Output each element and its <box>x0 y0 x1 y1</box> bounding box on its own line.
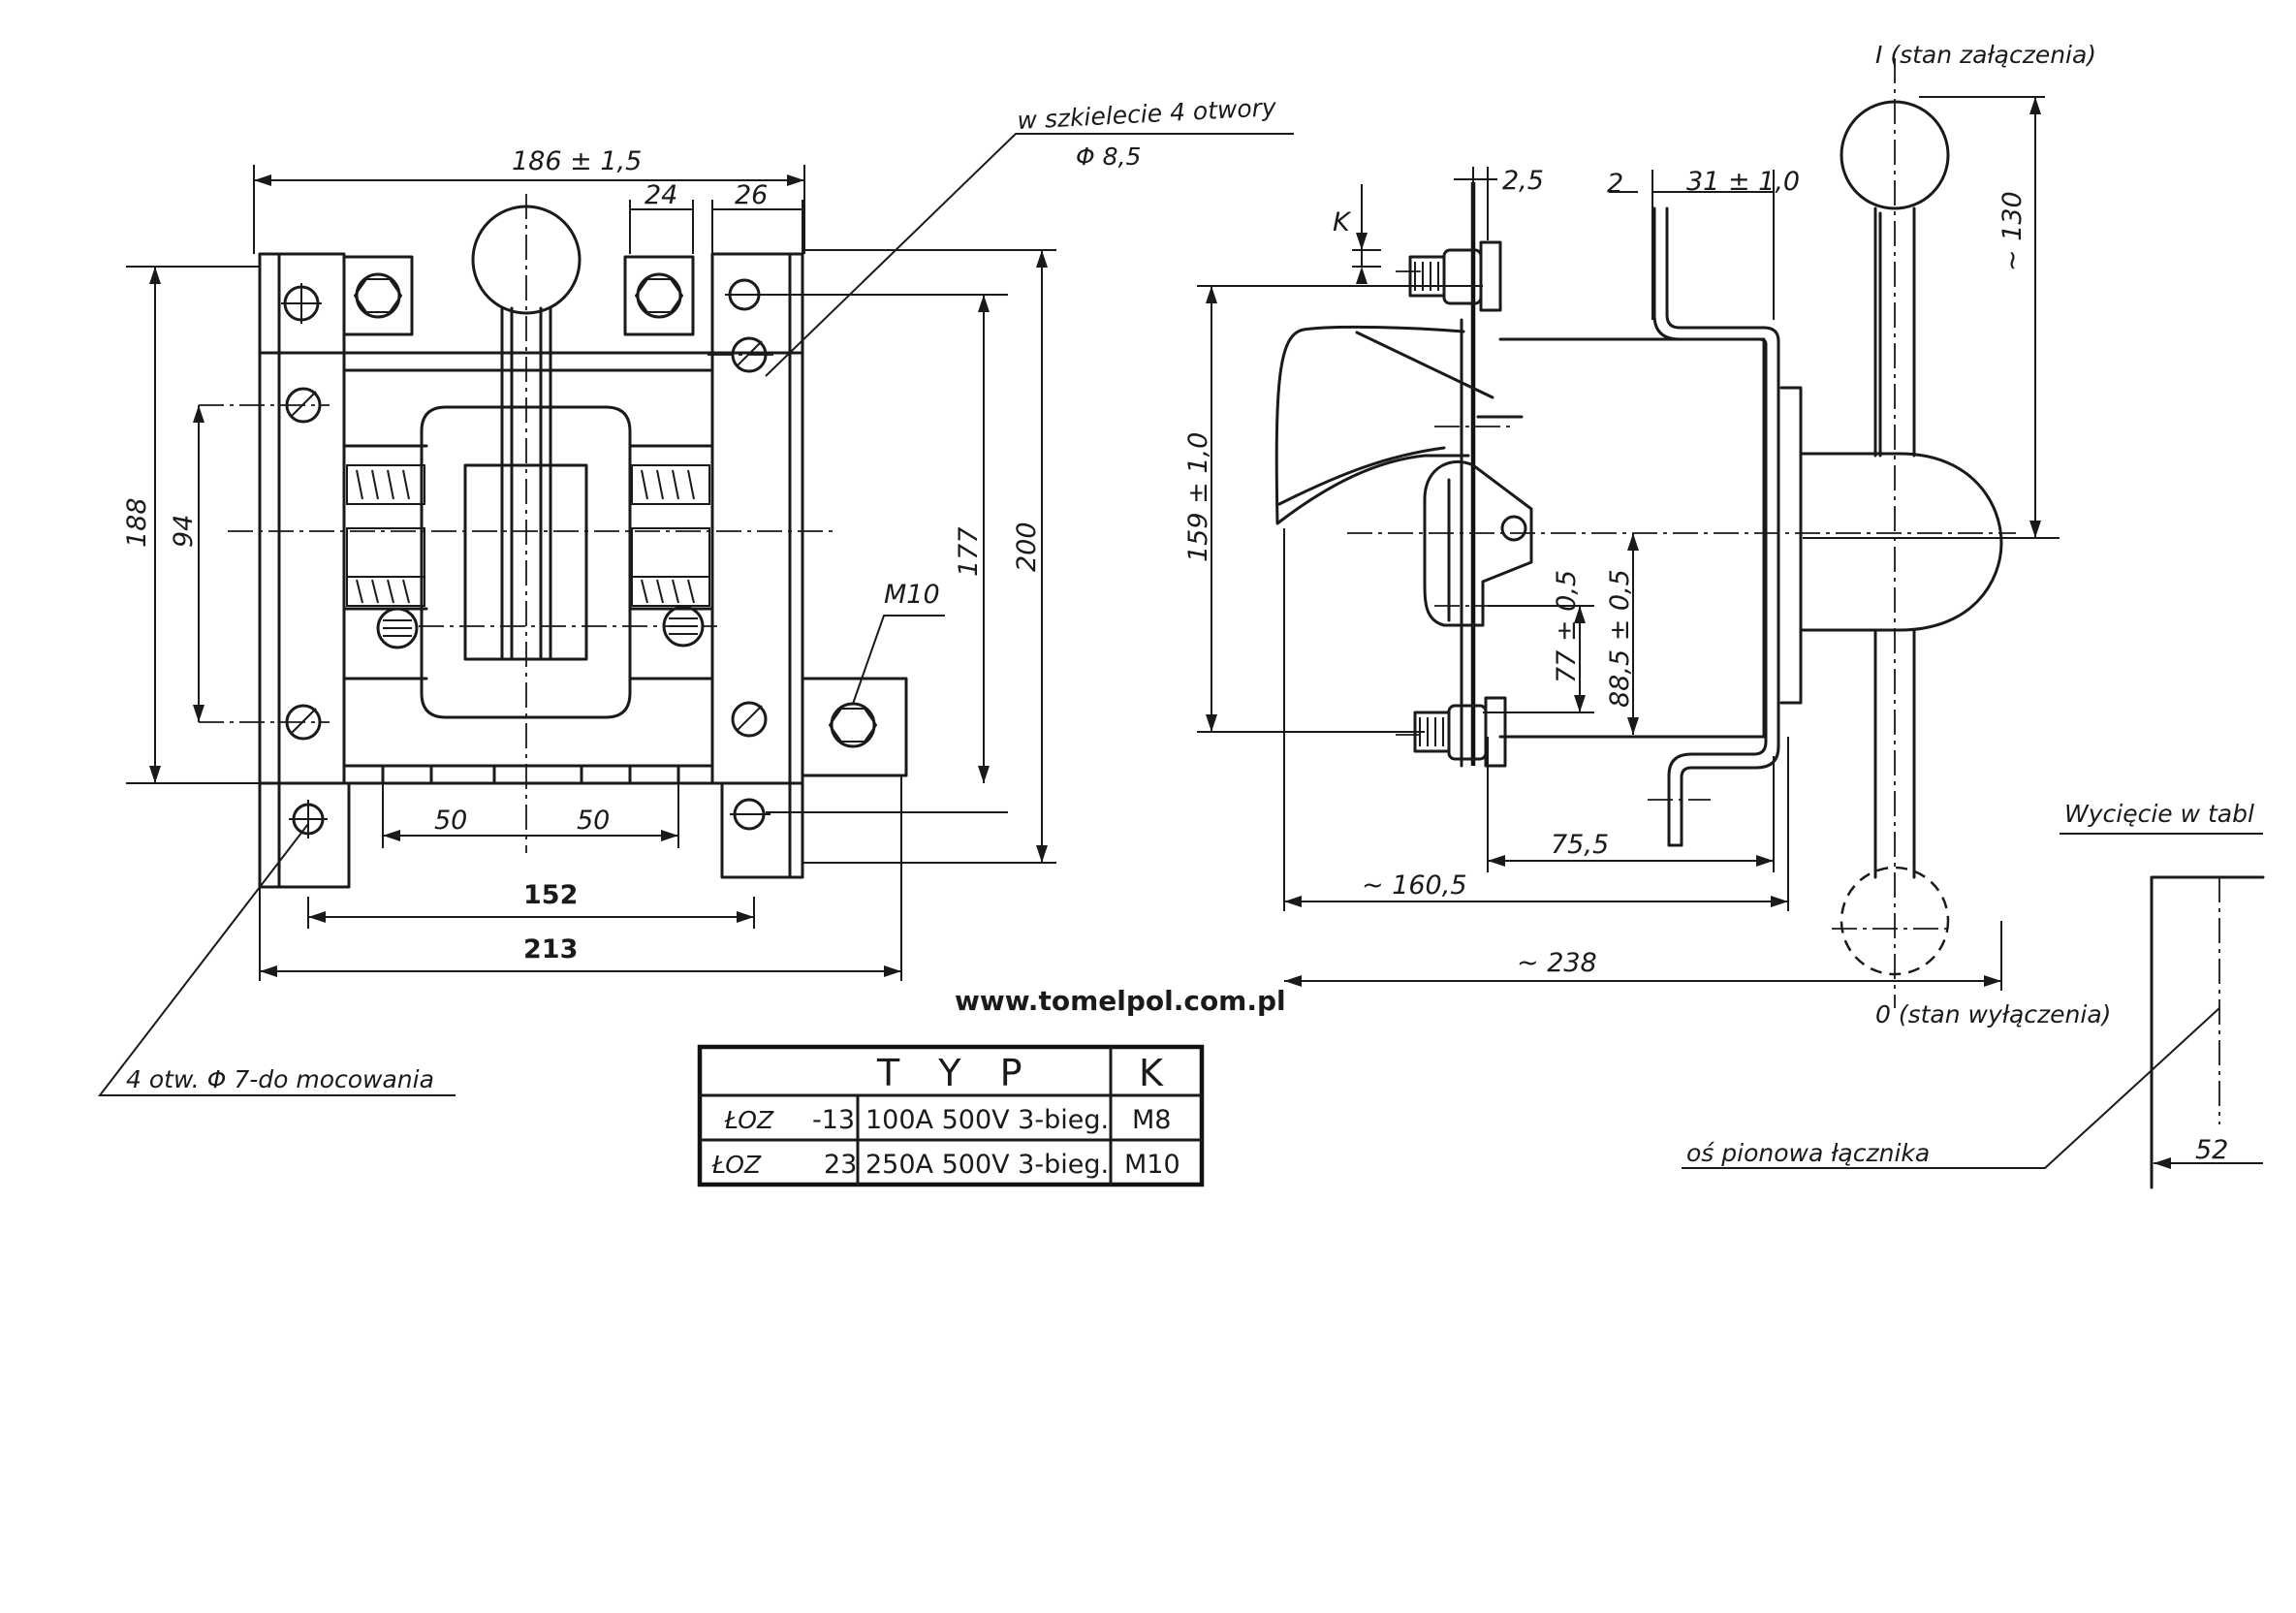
dim-bottom-152: 152 <box>523 880 578 910</box>
cutout-width: 52 <box>2195 1135 2228 1165</box>
dim-k-label: K <box>1333 207 1352 237</box>
table-header-typ: T Y P <box>876 1052 1036 1094</box>
table-cell-num: 23 <box>824 1150 857 1180</box>
table-cell-name: ŁOZ <box>724 1106 774 1134</box>
contact-detail-right <box>631 464 710 607</box>
note-frame-holes-diameter: Φ 8,5 <box>1076 142 1141 171</box>
dim-height-188: 188 <box>122 497 152 548</box>
dim-2: 2 <box>1607 169 1623 199</box>
front-view: 186 ± 1,5 24 26 188 94 177 200 50 50 152… <box>97 93 1294 1096</box>
dim-130: ~ 130 <box>1997 191 2028 271</box>
dim-half-right: 50 <box>577 806 610 836</box>
dim-height-177: 177 <box>954 526 984 577</box>
table-cell-spec: 100A 500V 3-bieg. <box>865 1105 1109 1135</box>
dim-bottom-213: 213 <box>523 934 578 965</box>
terminal-nuts <box>342 255 878 748</box>
dim-160: ~ 160,5 <box>1362 870 1467 901</box>
website-label: www.tomelpol.com.pl <box>955 985 1286 1017</box>
note-off-state: 0 (stan wyłączenia) <box>1875 1000 2111 1028</box>
dim-75: 75,5 <box>1551 830 1609 860</box>
dim-height-94: 94 <box>169 515 199 548</box>
type-table: T Y P K ŁOZ -13 100A 500V 3-bieg. M8 ŁOZ… <box>697 1044 1205 1187</box>
dim-bracket-24: 24 <box>645 180 677 210</box>
dim-2-5: 2,5 <box>1502 166 1544 196</box>
side-view: K 2,5 2 31 ± 1,0 ~ 130 159 ± 1,0 77 ± 0,… <box>1183 41 2111 1028</box>
dim-159: 159 ± 1,0 <box>1183 432 1213 562</box>
dim-bracket-26: 26 <box>735 180 768 210</box>
table-header-k: K <box>1139 1052 1177 1094</box>
table-row: ŁOZ -13 100A 500V 3-bieg. M8 <box>724 1105 1171 1135</box>
note-mount-holes: 4 otw. Φ 7-do mocowania <box>126 1065 434 1093</box>
panel-cutout: Wycięcie w tabl 52 oś pionowa łącznika <box>1682 800 2265 1189</box>
contact-detail-left <box>346 464 425 607</box>
handle-side <box>1801 100 2003 976</box>
dim-width-top: 186 ± 1,5 <box>512 146 642 176</box>
table-row: ŁOZ 23 250A 500V 3-bieg. M10 <box>711 1150 1180 1180</box>
note-axis: oś pionowa łącznika <box>1686 1139 1930 1167</box>
handle <box>471 205 582 661</box>
dim-31: 31 ± 1,0 <box>1686 167 1800 197</box>
dim-height-200: 200 <box>1012 522 1042 572</box>
note-on-state: I (stan załączenia) <box>1875 41 2096 69</box>
dim-77: 77 ± 0,5 <box>1552 570 1582 683</box>
table-cell-name: ŁOZ <box>711 1151 762 1179</box>
dim-half-left: 50 <box>434 806 467 836</box>
table-cell-num: -13 <box>812 1105 855 1135</box>
note-frame-holes: w szkielecie 4 otwory <box>1017 93 1278 135</box>
table-cell-k: M8 <box>1132 1105 1171 1135</box>
terminal-bolt-top <box>1408 240 1502 312</box>
dim-238: ~ 238 <box>1517 948 1597 978</box>
table-cell-spec: 250A 500V 3-bieg. <box>865 1150 1109 1180</box>
dim-88: 88,5 ± 0,5 <box>1605 569 1635 708</box>
table-cell-k: M10 <box>1124 1150 1180 1180</box>
thread-label: M10 <box>884 580 940 610</box>
cutout-title: Wycięcie w tabl <box>2064 800 2254 828</box>
